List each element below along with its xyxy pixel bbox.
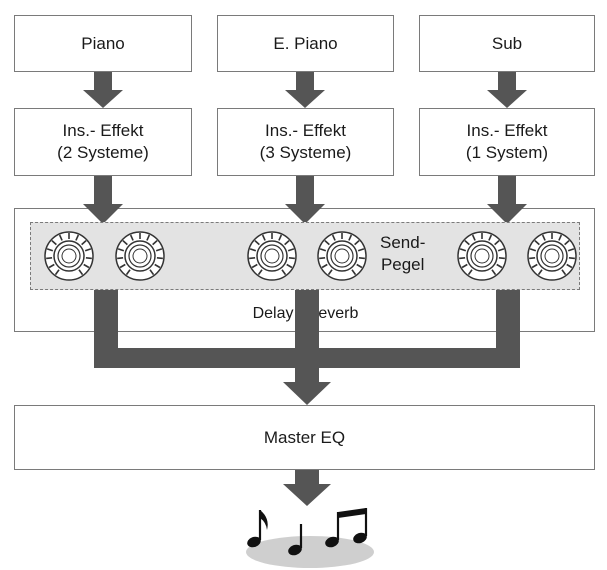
send-knob-piano-2: [115, 231, 165, 281]
effect-piano-line1: Ins.- Effekt: [62, 121, 144, 140]
arrow-sub-down-2: [487, 176, 527, 224]
effect-piano-box: Ins.- Effekt (2 Systeme): [14, 108, 192, 176]
effect-sub-line2: (1 System): [465, 143, 549, 162]
effect-sub-line1: Ins.- Effekt: [466, 121, 548, 140]
send-level-label-line1: Send-: [380, 233, 426, 252]
source-epiano-box: E. Piano: [217, 15, 394, 72]
arrow-epiano-down-1: [285, 72, 325, 108]
arrow-sub-down-1: [487, 72, 527, 108]
arrow-epiano-down-2: [285, 176, 325, 224]
arrow-piano-down-1: [83, 72, 123, 108]
source-piano-label: Piano: [81, 33, 125, 53]
effect-epiano-line1: Ins.- Effekt: [265, 121, 346, 140]
effect-piano-line2: (2 Systeme): [57, 143, 149, 162]
arrow-piano-down-2: [83, 176, 123, 224]
send-knob-sub-1: [457, 231, 507, 281]
source-epiano-label: E. Piano: [273, 33, 338, 53]
arrow-to-output: [283, 470, 331, 506]
eighth-note-icon: [247, 510, 268, 548]
beamed-notes-icon: [325, 508, 368, 548]
send-level-label-line2: Pegel: [380, 255, 425, 274]
effect-sub-box: Ins.- Effekt (1 System): [419, 108, 595, 176]
output-shadow-ellipse: [246, 536, 374, 568]
send-knob-epiano-2: [317, 231, 367, 281]
send-knob-sub-2: [527, 231, 577, 281]
source-piano-box: Piano: [14, 15, 192, 72]
quarter-note-icon: [288, 524, 303, 556]
music-output: [246, 508, 374, 568]
send-knob-piano-1: [44, 231, 94, 281]
send-level-label: Send- Pegel: [380, 232, 425, 276]
send-knob-epiano-1: [247, 231, 297, 281]
source-sub-box: Sub: [419, 15, 595, 72]
effect-epiano-line2: (3 Systeme): [259, 143, 352, 162]
effect-epiano-box: Ins.- Effekt (3 Systeme): [217, 108, 394, 176]
master-eq-box: Master EQ: [14, 405, 595, 470]
source-sub-label: Sub: [491, 33, 523, 53]
master-eq-label: Master EQ: [263, 427, 346, 447]
